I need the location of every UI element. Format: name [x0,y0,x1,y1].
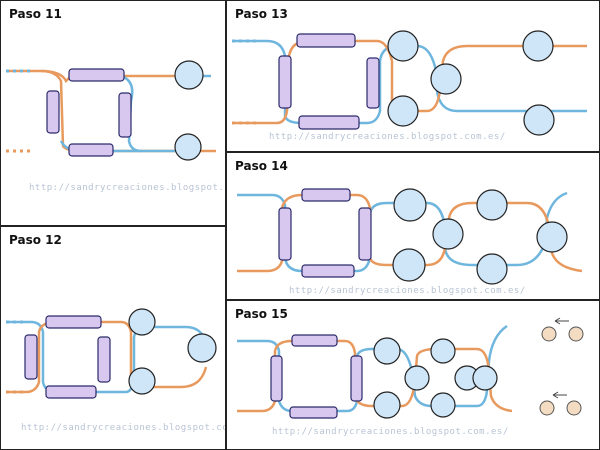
bead [536,221,568,253]
tube-bottom [298,115,360,130]
tube-left [24,334,38,380]
tube-left [278,207,292,261]
tube-bottom [45,385,97,399]
pearl [539,400,555,416]
panel-paso-15: Paso 15 http://sandrycreaciones.blogspot… [226,300,600,450]
tube-right [358,207,372,261]
panel-title: Paso 15 [235,307,288,321]
bead [522,30,554,62]
paso-15-diagram [237,317,584,419]
tube-top [291,334,338,347]
tube-bottom [68,143,114,157]
bead [128,367,156,395]
bead [404,365,430,391]
paso-13-diagram [232,30,587,136]
bead [392,248,426,282]
bead [430,392,456,418]
pearl [566,400,582,416]
watermark: http://sandrycreaciones.blogspot.com.es/ [269,132,506,142]
bead [387,30,419,62]
bead [387,95,419,127]
tube-top [45,315,102,329]
watermark: http://sandrycreaciones.blogspot.com.es/ [29,183,225,193]
watermark: http://sandrycreaciones.blogspot.com.es/ [272,427,509,437]
tube-left [278,55,292,109]
bead [476,253,508,285]
tube-top [301,188,351,202]
bead [373,391,401,419]
bead [174,60,204,90]
tube-right [366,57,380,109]
bead [174,133,202,161]
bead [430,63,462,95]
bead [430,338,456,364]
tube-right [118,92,132,138]
tube-bottom [289,406,338,419]
panel-paso-13: Paso 13 http://sandrycreaciones.blogspot… [226,0,600,152]
pearl [568,326,584,342]
arrow-left-icon [554,317,561,325]
bead [523,104,555,136]
arrow-left-icon [552,391,559,399]
tube-left [270,355,283,402]
bead [472,365,498,391]
bead [128,308,156,336]
panel-paso-14: Paso 14 http://sandrycreaciones.blogspot… [226,152,600,300]
panel-paso-12: Paso 12 http://sandrycreaciones.blogspot… [0,226,226,450]
watermark: http://sandrycreaciones.blogspot.com.es/ [289,286,526,296]
bead [393,188,427,222]
tube-bottom [301,264,355,278]
tube-right [350,355,363,402]
bead [476,189,508,221]
bead [432,218,464,250]
tube-top [296,33,356,48]
paso-12-diagram [6,308,217,399]
bead [187,333,217,363]
panel-title: Paso 14 [235,159,288,173]
bead [373,337,401,365]
panel-title: Paso 13 [235,7,288,21]
watermark: http://sandrycreaciones.blogspot.com.es/ [21,423,226,433]
panel-title: Paso 11 [9,7,62,21]
paso-11-diagram [6,60,216,161]
tube-right [97,336,111,383]
paso-14-diagram [237,188,583,285]
pearl [541,326,557,342]
panel-title: Paso 12 [9,233,62,247]
tube-top [68,68,125,82]
tube-left [46,90,60,134]
panel-paso-11: Paso 11 http://sandrycreaciones.blogspot… [0,0,226,226]
